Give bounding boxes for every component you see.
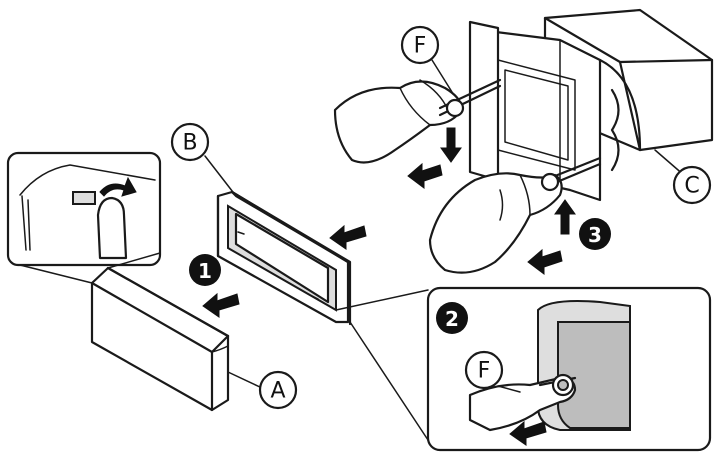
step-badge-3: 3 <box>579 218 611 250</box>
label-b: B <box>170 122 210 162</box>
arrow-faceplate <box>202 292 240 318</box>
label-b-text: B <box>182 131 197 156</box>
arrow-up-lower <box>554 199 576 235</box>
chassis-c <box>468 8 714 202</box>
step-2-text: 2 <box>445 307 459 331</box>
label-c-text: C <box>684 174 699 199</box>
label-a: A <box>258 370 298 410</box>
step-1-text: 1 <box>198 259 212 283</box>
label-f-inset-text: F <box>478 359 491 384</box>
faceplate-a <box>90 266 230 412</box>
inset-release <box>6 151 162 284</box>
inset-step-2 <box>335 286 712 452</box>
arrow-left-lower <box>527 248 563 275</box>
label-f-top: F <box>400 25 440 65</box>
hands-with-tools <box>333 78 602 274</box>
step-3-text: 3 <box>588 223 602 247</box>
arrow-left-top <box>407 162 443 189</box>
label-f-inset: F <box>464 350 504 390</box>
step-badge-1: 1 <box>189 254 221 286</box>
arrow-down-top <box>440 127 462 163</box>
label-c: C <box>672 165 712 205</box>
arrow-frame-b <box>329 224 367 250</box>
step-badge-2: 2 <box>436 302 468 334</box>
trim-frame-b <box>216 190 352 326</box>
label-a-text: A <box>270 379 285 404</box>
label-f-top-text: F <box>414 34 427 59</box>
